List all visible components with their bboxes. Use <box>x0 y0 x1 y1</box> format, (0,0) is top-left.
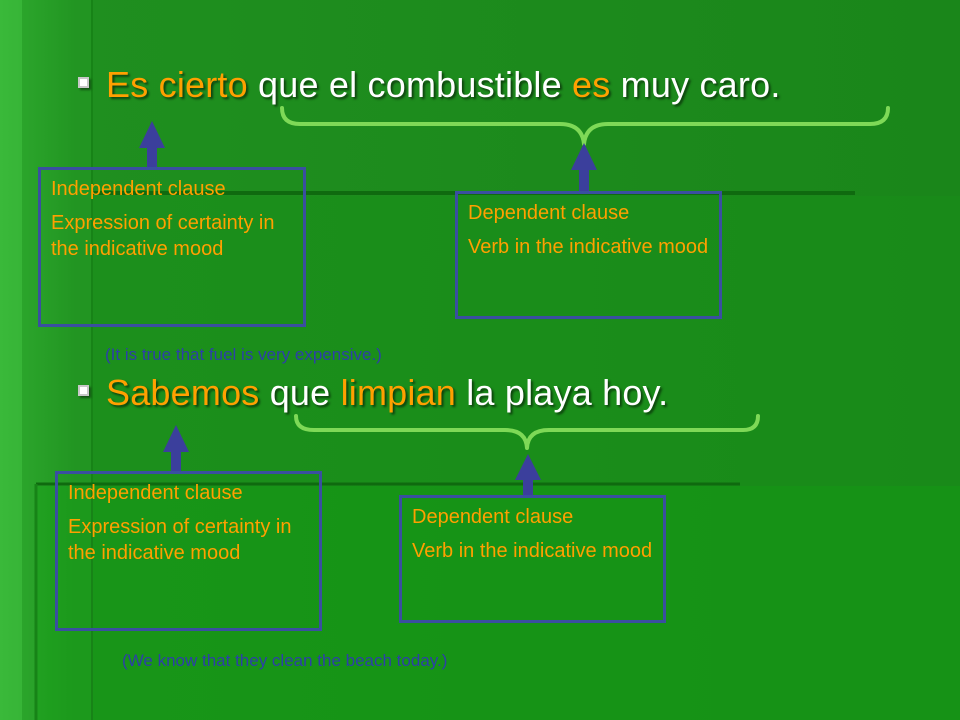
translation-2: (We know that they clean the beach today… <box>122 651 448 670</box>
dependent-clause-box-2: Dependent clause Verb in the indicative … <box>399 495 666 623</box>
sentence-segment-highlight: limpian <box>340 372 457 413</box>
independent-clause-box-1: Independent clause Expression of certain… <box>38 167 306 327</box>
sentence-segment: que el combustible <box>247 64 573 105</box>
box-description: Expression of certainty in the indicativ… <box>51 212 275 260</box>
example-sentence-2: Sabemos que limpian la playa hoy. <box>78 372 668 414</box>
arrow-up-icon <box>571 143 597 192</box>
box-title: Independent clause <box>51 178 226 200</box>
box-title: Independent clause <box>68 482 243 504</box>
sentence-segment: muy caro. <box>610 64 781 105</box>
translation-1: (It is true that fuel is very expensive.… <box>105 345 382 364</box>
box-description: Verb in the indicative mood <box>412 540 653 562</box>
box-description: Expression of certainty in the indicativ… <box>68 516 292 564</box>
brace-dependent-clause-2 <box>294 414 760 450</box>
bullet-square-icon <box>78 384 89 396</box>
arrow-up-icon <box>139 121 165 168</box>
sentence-segment-highlight: Es cierto <box>106 64 248 105</box>
arrow-up-icon <box>515 454 541 498</box>
dependent-clause-box-1: Dependent clause Verb in the indicative … <box>455 191 722 319</box>
sentence-segment-highlight: Sabemos <box>106 372 260 413</box>
example-sentence-1: Es cierto que el combustible es muy caro… <box>78 64 781 106</box>
brace-dependent-clause-1 <box>280 106 890 146</box>
sentence-segment-highlight: es <box>572 64 611 105</box>
arrow-up-icon <box>163 425 189 472</box>
sentence-segment: que <box>259 372 341 413</box>
sentence-segment: la playa hoy. <box>456 372 669 413</box>
box-title: Dependent clause <box>412 506 574 528</box>
bullet-square-icon <box>78 76 89 88</box>
box-title: Dependent clause <box>468 202 630 224</box>
independent-clause-box-2: Independent clause Expression of certain… <box>55 471 322 631</box>
box-description: Verb in the indicative mood <box>468 236 709 258</box>
